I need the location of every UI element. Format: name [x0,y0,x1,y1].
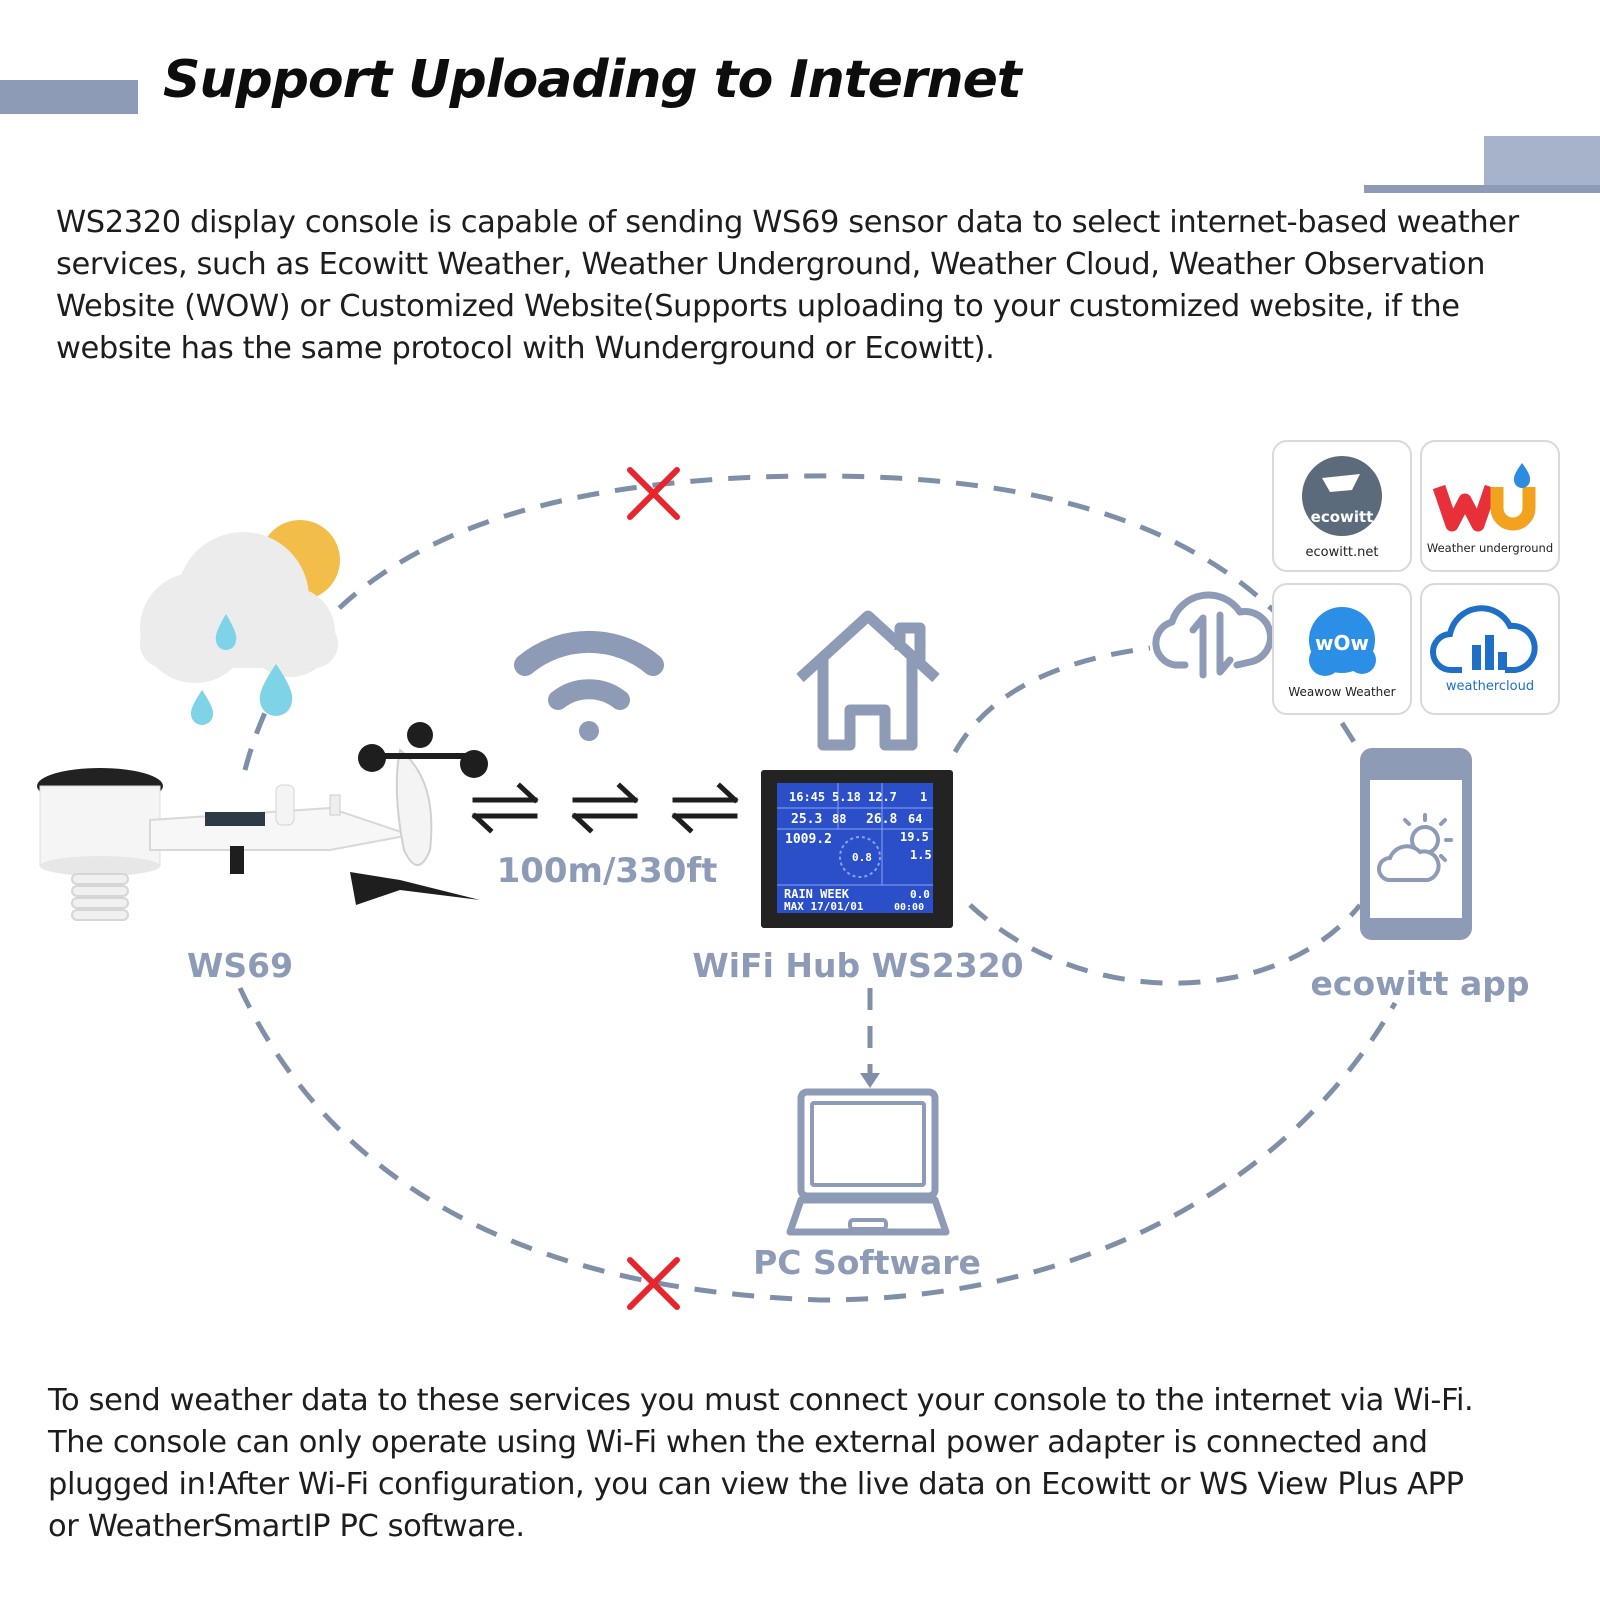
pc-software-label: PC Software [753,1243,981,1282]
console-value: 1 [920,790,927,804]
weather-underground-logo-icon [1432,463,1536,532]
service-caption: ecowitt.net [1305,545,1378,560]
app-label: ecowitt app [1311,964,1530,1003]
bidirectional-arrows-icon [471,782,739,834]
console-indoor-temp: 25.3 [791,812,822,827]
footer-line: plugged in!After Wi-Fi configuration, yo… [48,1467,1464,1502]
distance-label: 100m/330ft [497,851,718,891]
service-caption: Weather underground [1427,541,1553,555]
intro-line: WS2320 display console is capable of sen… [56,205,1519,240]
weawow-logo-icon [1309,607,1376,676]
console-date: 5.18 [832,790,861,804]
intro-line: Website (WOW) or Customized Website(Supp… [56,289,1460,324]
footer-line: or WeatherSmartIP PC software. [48,1509,525,1544]
raindrop-icon [190,690,214,725]
console-rain-value: 0.0 [910,888,930,901]
sensor-label: WS69 [187,946,293,985]
phone-icon [1360,748,1472,940]
footer-paragraph: To send weather data to these services y… [48,1380,1583,1548]
service-caption: Weawow Weather [1288,685,1395,699]
intro-paragraph: WS2320 display console is capable of sen… [56,202,1576,370]
ws69-sensor-illustration [37,722,488,921]
ecowitt-logo-icon [1302,456,1382,536]
console-outdoor-temp: 26.8 [866,812,897,827]
hub-to-pc-arrowhead [860,1073,880,1088]
footer-line: The console can only operate using Wi-Fi… [48,1425,1428,1460]
service-caption: weathercloud [1446,679,1534,694]
intro-line: website has the same protocol with Wunde… [56,331,995,366]
console-value: 12.7 [868,790,897,804]
console-wind: 0.8 [852,851,872,864]
svg-text:wOw: wOw [1315,631,1369,655]
intro-line: services, such as Ecowitt Weather, Weath… [56,247,1486,282]
ws2320-console: 16:45 5.18 12.7 1 25.3 88 26.8 64 1009.2… [761,770,953,928]
house-icon [796,610,940,751]
service-tile-ecowitt: ecowitt ecowitt.net [1272,440,1412,572]
page-title: Support Uploading to Internet [163,50,1022,110]
header-left-bar [0,80,138,114]
upper-arc-path [242,473,1277,771]
service-tile-weathercloud: weathercloud [1420,583,1560,715]
header-right-block [1484,136,1600,186]
wifi-icon [514,630,664,741]
weathercloud-logo-icon [1429,605,1538,674]
laptop-icon [786,1088,950,1236]
blocked-x-icon [627,1257,680,1310]
lower-arc-path [237,986,1398,1303]
console-outdoor-humidity: 64 [908,812,922,826]
console-max-time: 00:00 [894,902,924,913]
hub-label: WiFi Hub WS2320 [692,946,1023,985]
service-tile-weawow: wOw Weawow Weather [1272,583,1412,715]
blocked-x-icon [627,467,680,520]
raindrop-icon [215,614,237,650]
hub-to-app-path [968,903,1362,986]
svg-text:ecowitt: ecowitt [1311,508,1374,526]
service-tile-weather-underground: Weather underground [1420,440,1560,572]
weather-illustration [140,520,340,725]
console-value: 1.5 [910,848,932,862]
console-value: 19.5 [900,830,929,844]
console-pressure: 1009.2 [785,832,832,847]
console-max-line: MAX 17/01/01 [784,900,864,913]
dashed-paths [237,473,1398,1303]
footer-line: To send weather data to these services y… [48,1383,1474,1418]
hub-to-cloud-path [952,645,1151,754]
header-right-line [1364,185,1600,193]
console-time: 16:45 [789,790,825,804]
cloud-icon [140,532,338,683]
raindrop-icon [259,664,293,716]
console-indoor-humidity: 88 [832,812,846,826]
cloud-upload-icon [1152,591,1274,679]
services-to-app-path [1339,721,1359,747]
weather-app-icon [1377,813,1453,882]
console-rain-label: RAIN WEEK [784,887,850,901]
